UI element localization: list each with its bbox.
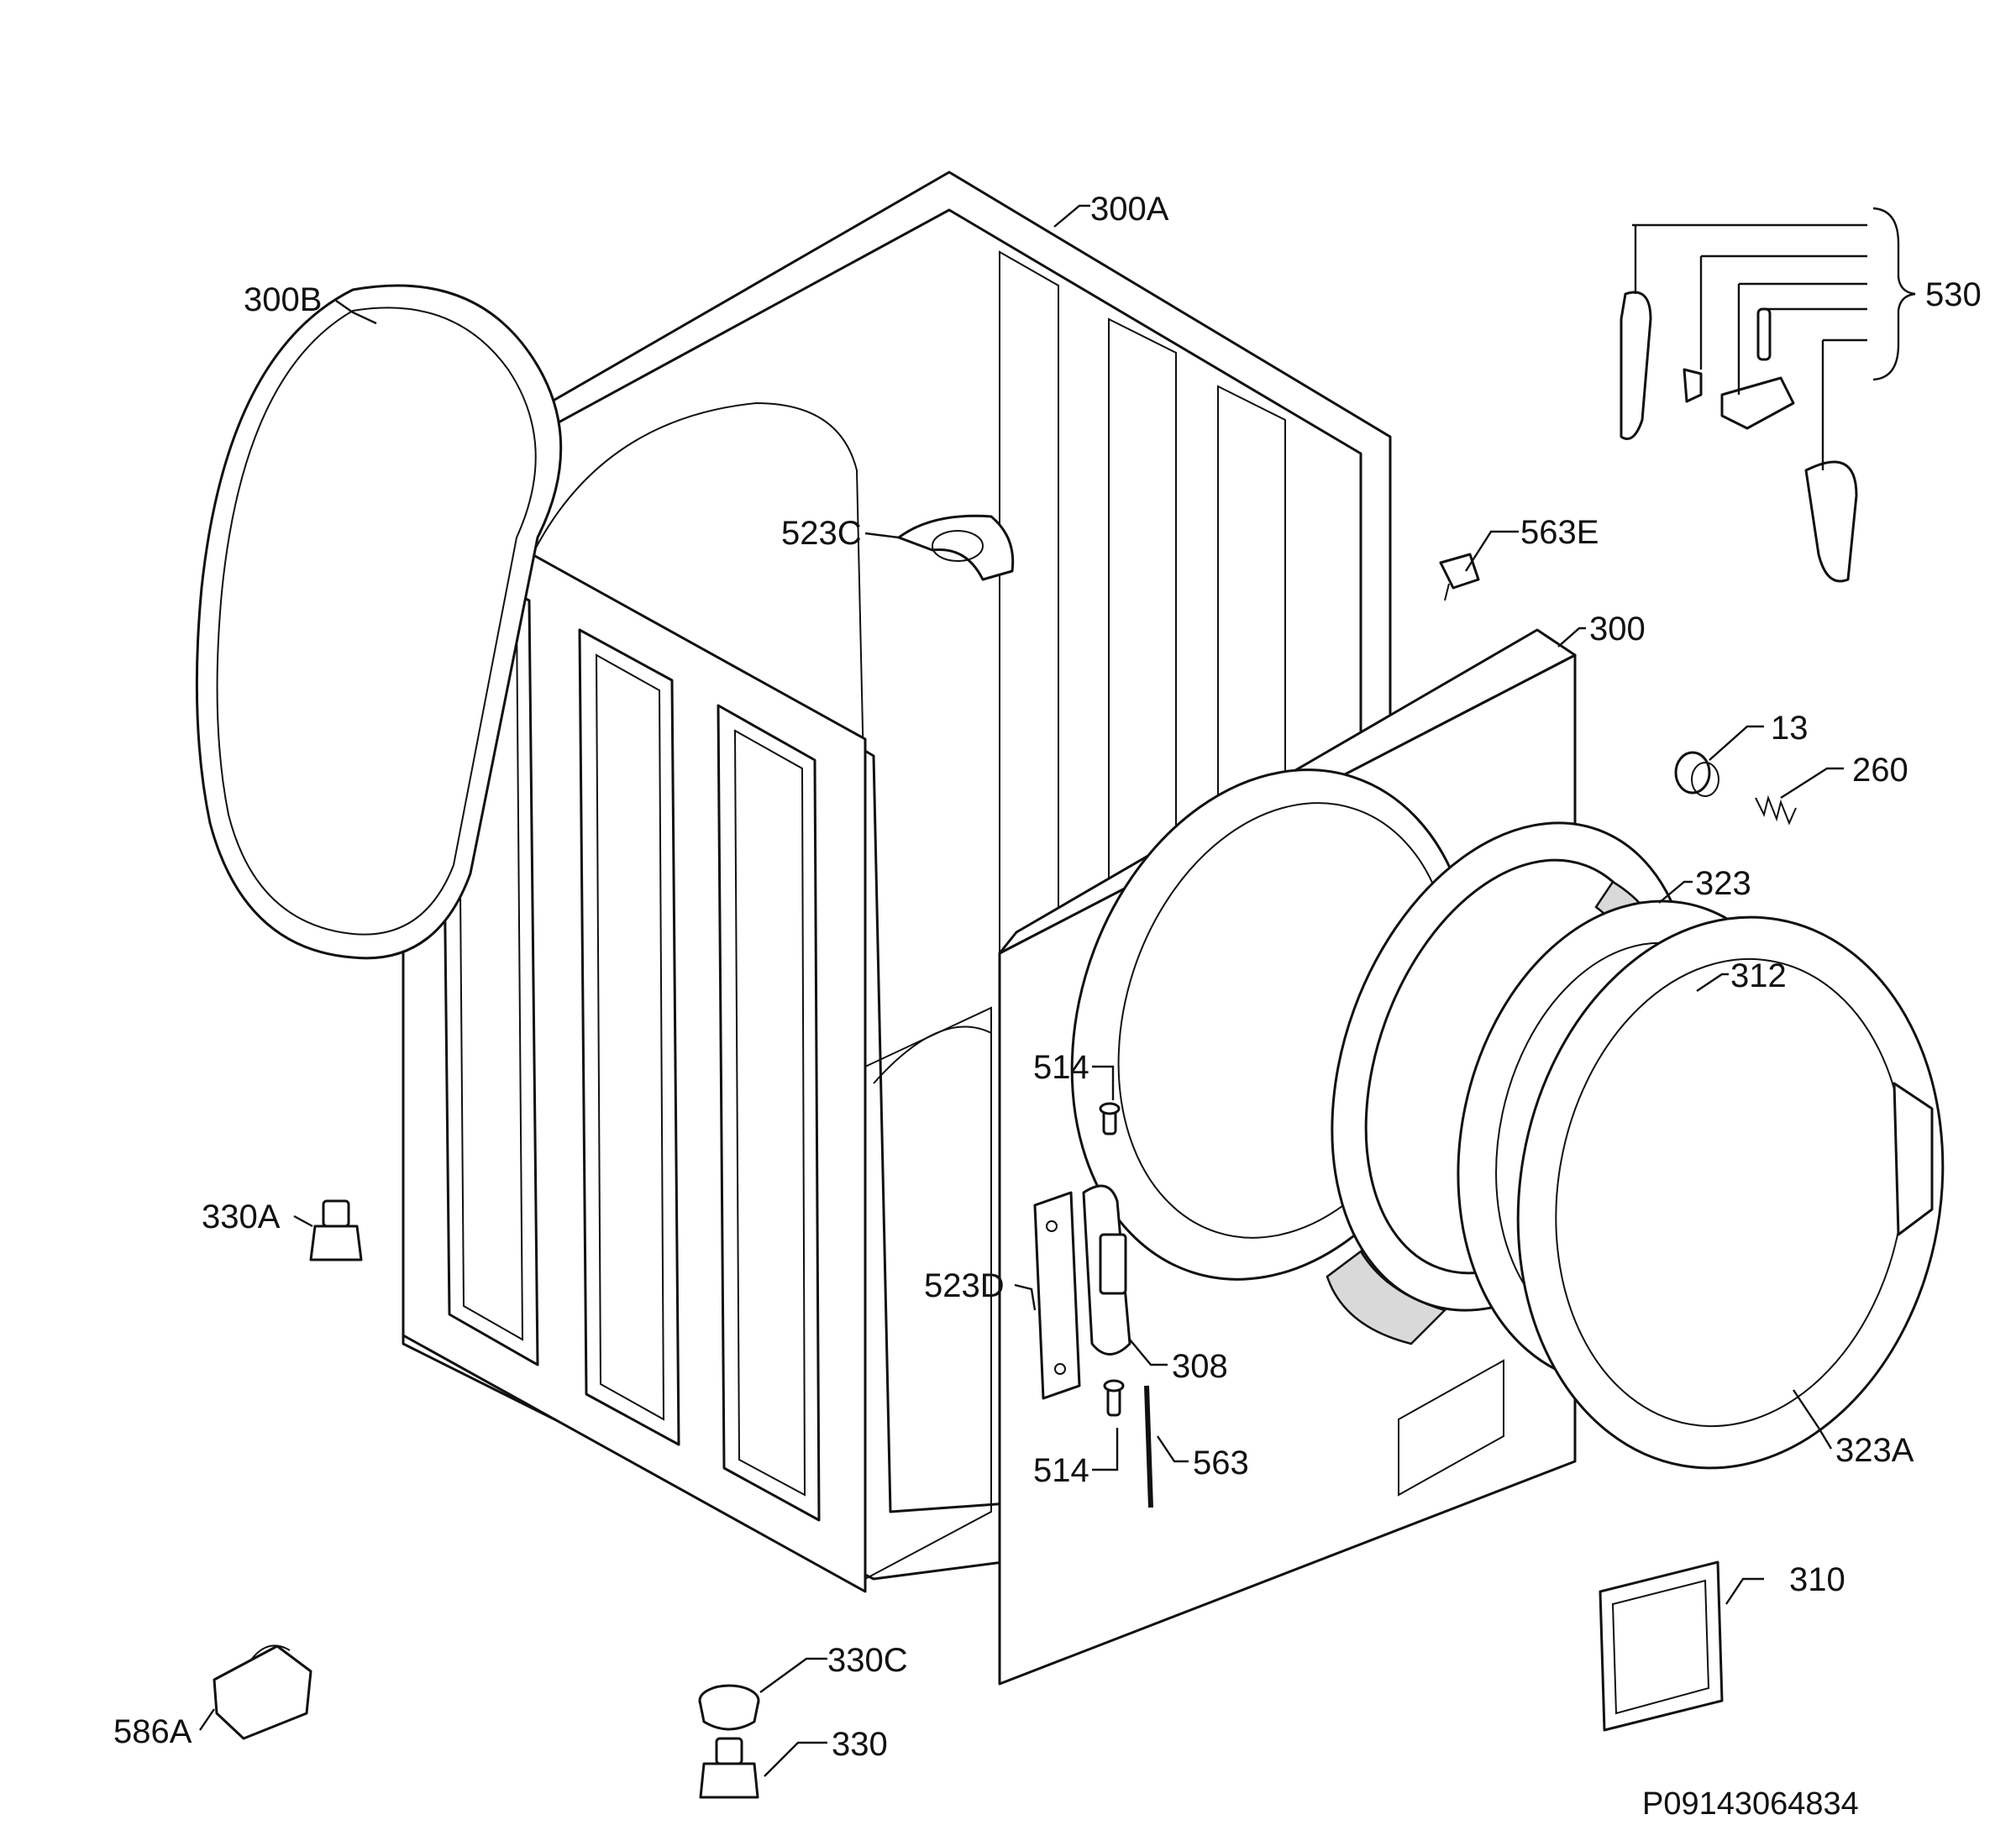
hinge-plate-523D: [1033, 1191, 1081, 1400]
screw-514-lower: [1103, 1379, 1125, 1417]
door-outer-ring-323A: [1516, 915, 1945, 1470]
label-260: 260: [1852, 752, 1908, 789]
hose-clip-523C: [897, 514, 1015, 581]
label-563: 563: [1193, 1445, 1249, 1482]
drawing-code: P09143064834: [1642, 1786, 1859, 1822]
cap-13: [1674, 751, 1719, 797]
label-330A: 330A: [202, 1198, 281, 1235]
label-514-upper: 514: [1033, 1049, 1089, 1086]
rear-seal-300B: [195, 284, 563, 960]
spring-260: [1755, 795, 1797, 826]
label-523D: 523D: [924, 1267, 1005, 1304]
adjustable-foot-330A: [309, 1199, 363, 1261]
label-308: 308: [1172, 1348, 1228, 1385]
label-330: 330: [832, 1726, 888, 1763]
label-514-lower: 514: [1033, 1452, 1089, 1489]
adjustable-foot-330: [699, 1737, 759, 1799]
label-300A: 300A: [1090, 191, 1169, 228]
service-flap-310: [1599, 1560, 1724, 1732]
foot-nut-330C: [698, 1684, 760, 1731]
label-300: 300: [1589, 611, 1646, 648]
label-523C: 523C: [781, 515, 862, 552]
label-563E: 563E: [1520, 514, 1599, 551]
label-310: 310: [1789, 1561, 1845, 1598]
label-323: 323: [1695, 865, 1751, 902]
label-13: 13: [1771, 710, 1809, 747]
bracket-586A: [213, 1644, 312, 1740]
leader-lines: [199, 204, 1916, 1777]
screw-514-upper: [1099, 1102, 1121, 1135]
label-312: 312: [1730, 957, 1787, 994]
door-hinge-308: [1082, 1184, 1131, 1356]
label-300B: 300B: [244, 281, 322, 318]
label-323A: 323A: [1835, 1432, 1914, 1469]
label-530: 530: [1925, 276, 1982, 313]
label-330C: 330C: [827, 1642, 908, 1679]
label-586A: 586A: [113, 1713, 192, 1750]
door-lock-pin-563E: [1439, 553, 1480, 601]
hinge-pin-563: [1144, 1385, 1153, 1508]
hinge-set-530: [1620, 291, 1858, 583]
